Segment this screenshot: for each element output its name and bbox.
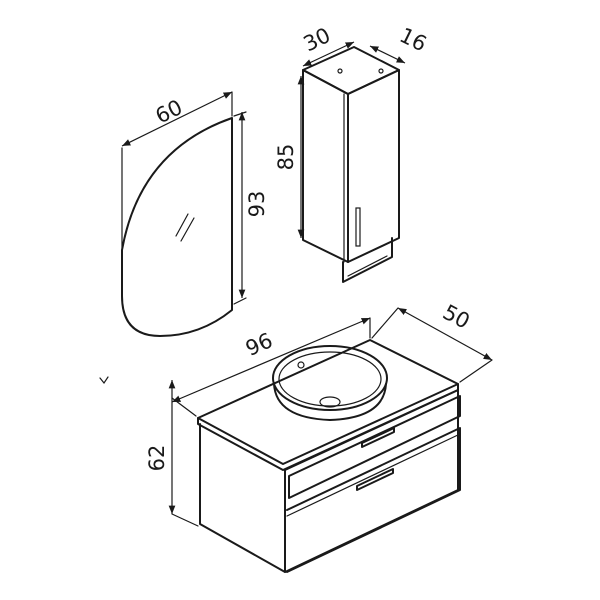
mirror: 60 93: [121, 91, 269, 337]
towel-bar: [342, 237, 393, 283]
vanity-side-panel: [199, 423, 286, 573]
tall-cabinet-width-label: 30: [300, 23, 335, 56]
lower-drawer-handle: [356, 468, 394, 491]
upper-drawer-handle: [361, 427, 395, 448]
mirror-outline: [121, 117, 233, 337]
mirror-width-dimension: 60: [121, 91, 233, 249]
mirror-reflection-mark: [180, 217, 195, 242]
basin-rim: [272, 345, 388, 411]
mirror-reflection-mark: [175, 213, 189, 237]
vanity-depth-dimension: 50: [371, 300, 493, 383]
vanity-unit: 96 50 62: [145, 300, 493, 573]
vanity-width-label: 96: [242, 328, 276, 361]
mirror-width-label: 60: [152, 95, 187, 128]
tall-cabinet-door: [347, 69, 400, 263]
tall-cabinet-depth-dimension: 16: [369, 23, 431, 64]
vanity-height-label: 62: [145, 445, 169, 472]
stray-mark: [99, 376, 109, 385]
mount-hole: [378, 68, 384, 74]
tall-cabinet: 30 16 85: [274, 23, 431, 283]
vanity-top-edge: [197, 383, 459, 471]
tall-cabinet-height-label: 85: [274, 144, 298, 171]
tall-cabinet-top: [302, 46, 400, 95]
tall-cabinet-side: [302, 69, 349, 263]
mount-hole: [337, 68, 343, 74]
tall-cabinet-depth-label: 16: [396, 23, 431, 56]
vanity-height-dimension: 62: [145, 380, 199, 527]
tall-cabinet-height-dimension: 85: [274, 76, 305, 238]
mirror-height-label: 93: [245, 191, 269, 218]
vanity-lower-drawer: [286, 427, 461, 573]
mirror-height-dimension: 93: [233, 111, 269, 305]
overflow-hole: [297, 361, 305, 369]
door-handle: [355, 207, 361, 247]
vanity-depth-label: 50: [439, 300, 474, 334]
vanity-upper-drawer: [288, 395, 461, 499]
